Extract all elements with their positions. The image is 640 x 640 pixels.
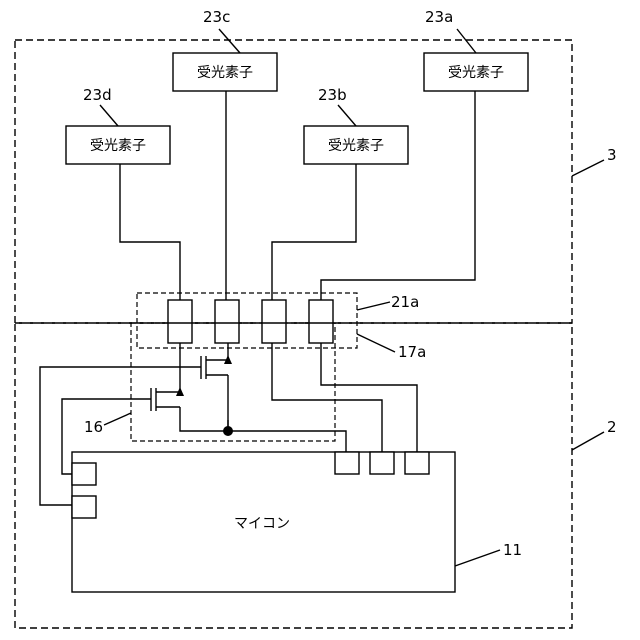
wire-to-port	[272, 343, 382, 452]
mcu-port	[72, 496, 96, 518]
source-wire	[180, 407, 228, 431]
connector-pin	[309, 300, 333, 343]
ref-11: 11	[503, 541, 522, 559]
wire-23d	[120, 164, 180, 300]
ref-21a: 21a	[391, 293, 419, 311]
mcu-port	[72, 463, 96, 485]
wire-23a	[321, 91, 475, 300]
microcontroller: マイコン	[72, 452, 455, 592]
microcontroller-label: マイコン	[234, 516, 290, 532]
mcu-wires	[228, 343, 417, 452]
sensor-label: 受光素子	[328, 138, 384, 154]
leader-line	[455, 550, 500, 566]
ref-23a: 23a	[425, 8, 453, 26]
leader-line	[100, 105, 118, 126]
connector-pin	[168, 300, 192, 343]
sensor-23b: 受光素子	[304, 126, 408, 164]
sensor-23c: 受光素子	[173, 53, 277, 91]
leader-line	[572, 160, 604, 176]
ref-3: 3	[607, 146, 617, 164]
ref-23d: 23d	[83, 86, 112, 104]
sensor-23a: 受光素子	[424, 53, 528, 91]
leader-line	[357, 302, 390, 310]
mcu-port	[335, 452, 359, 474]
leader-line	[572, 432, 604, 450]
ref-23c: 23c	[203, 8, 230, 26]
ref-23b: 23b	[318, 86, 347, 104]
leader-line	[219, 29, 240, 53]
mcu-port	[370, 452, 394, 474]
mcu-port	[405, 452, 429, 474]
sensor-23d: 受光素子	[66, 126, 170, 164]
sensor-label: 受光素子	[197, 65, 253, 81]
sensor-wires	[120, 91, 475, 300]
leader-line	[104, 413, 131, 425]
leader-line	[338, 105, 356, 126]
sensor-label: 受光素子	[448, 65, 504, 81]
connector-pin	[262, 300, 286, 343]
wire-to-port	[228, 420, 346, 452]
ref-16: 16	[84, 418, 103, 436]
junction-dot	[223, 426, 233, 436]
connector-pin	[215, 300, 239, 343]
leader-line	[457, 29, 476, 53]
ref-17a: 17a	[398, 343, 426, 361]
ref-2: 2	[607, 418, 617, 436]
leader-line	[357, 334, 395, 352]
sensor-label: 受光素子	[90, 138, 146, 154]
connector-pins	[168, 300, 333, 343]
